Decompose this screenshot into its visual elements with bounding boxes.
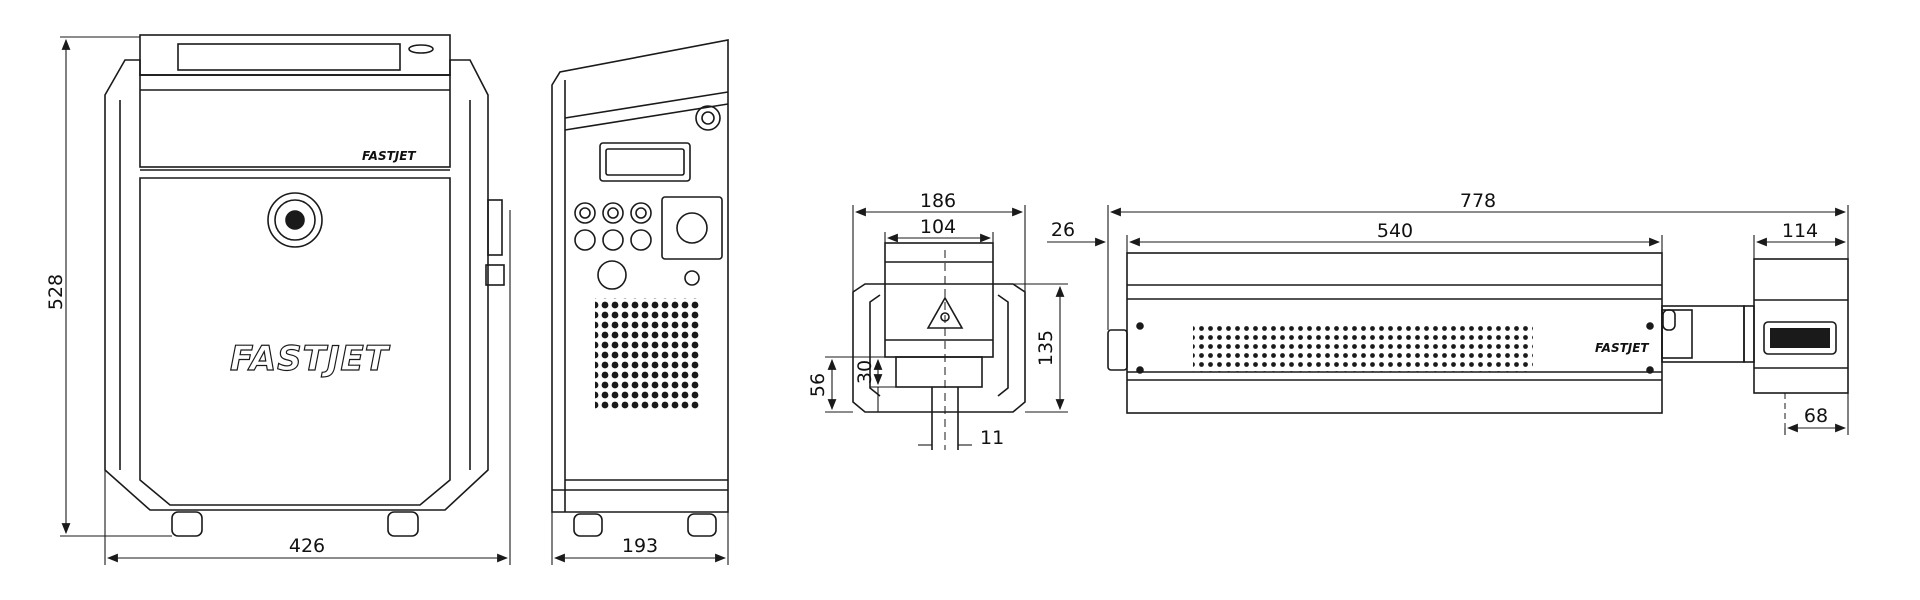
dim-68: 68 <box>1804 405 1828 427</box>
front-brand-small: FASTJET <box>362 149 416 163</box>
dimension-lines <box>60 36 1849 565</box>
side-view <box>551 39 729 537</box>
dim-540: 540 <box>1377 220 1413 242</box>
key-switch-icon <box>267 192 323 248</box>
dim-104: 104 <box>920 216 956 238</box>
dim-778: 778 <box>1460 190 1496 212</box>
dim-114: 114 <box>1782 220 1818 242</box>
dim-135: 135 <box>1035 330 1057 366</box>
dim-426: 426 <box>289 535 325 557</box>
dim-30: 30 <box>854 360 876 384</box>
dim-26: 26 <box>1051 219 1075 241</box>
dim-528: 528 <box>45 274 67 310</box>
front-view <box>104 34 505 537</box>
head-side-view <box>1107 252 1849 428</box>
dim-193: 193 <box>622 535 658 557</box>
front-brand-large: FASTJET <box>230 339 391 379</box>
head-brand-small: FASTJET <box>1595 341 1649 355</box>
dim-56: 56 <box>807 373 829 397</box>
head-end-view <box>852 242 1026 450</box>
laser-warning-icon <box>926 296 964 329</box>
dim-186: 186 <box>920 190 956 212</box>
dim-11: 11 <box>980 427 1004 449</box>
